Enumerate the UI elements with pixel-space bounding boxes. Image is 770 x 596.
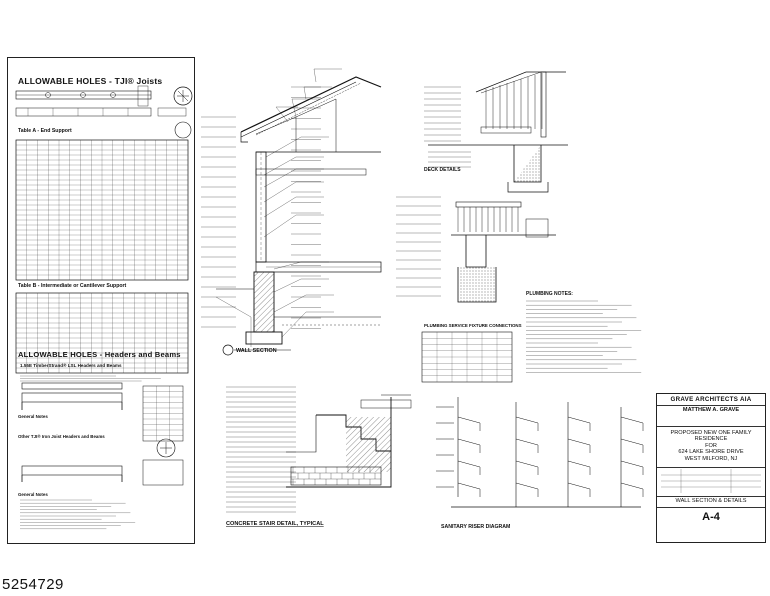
project-line-1: PROPOSED NEW ONE FAMILY <box>670 429 752 436</box>
tables-graphic <box>15 85 193 529</box>
deck-detail-lower <box>396 196 556 303</box>
address-line-1: 624 LAKE SHORE DRIVE <box>678 449 744 455</box>
allowable-holes-panel: ALLOWABLE HOLES - TJI® Joists <box>7 57 195 544</box>
table-b-title: Table B - Intermediate or Cantilever Sup… <box>18 283 127 289</box>
project-line-3: FOR <box>705 442 717 449</box>
project-line-2: RESIDENCE <box>694 436 728 442</box>
sheet-number: A-4 <box>702 510 720 523</box>
address-line-2: WEST MILFORD, NJ <box>684 455 738 462</box>
sheet-title: WALL SECTION & DETAILS <box>675 497 747 504</box>
wall-section-label: WALL SECTION <box>236 348 277 354</box>
listing-number: 5254729 <box>2 576 64 593</box>
title-block: GRAVE ARCHITECTS AIA MATTHEW A. GRAVE PR… <box>656 393 766 543</box>
deck-details-label: DECK DETAILS <box>424 167 461 173</box>
headers-subtitle: 1.55E TimberStrand® LSL Headers and Beam… <box>20 363 122 368</box>
plumbing-notes-title: PLUMBING NOTES: <box>526 291 573 297</box>
firm-name: GRAVE ARCHITECTS AIA <box>670 396 752 403</box>
wall-section-detail <box>201 68 382 356</box>
revision-grid <box>661 468 761 493</box>
headers-title: ALLOWABLE HOLES - Headers and Beams <box>18 350 181 359</box>
principal-name: MATTHEW A. GRAVE <box>682 406 740 413</box>
sanitary-riser-label: SANITARY RISER DIAGRAM <box>441 524 510 530</box>
concrete-stair-detail <box>226 386 412 513</box>
table-a-title: Table A - End Support <box>18 128 72 134</box>
general-notes-title-1: General Notes <box>18 414 48 419</box>
concrete-stair-label: CONCRETE STAIR DETAIL, TYPICAL <box>226 521 324 527</box>
general-notes-title-2: General Notes <box>18 492 48 497</box>
other-tji-title: Other TJI® Iron Joist Headers and Beams <box>18 434 105 439</box>
sanitary-riser-diagram <box>436 397 644 508</box>
plumbing-table-title: PLUMBING SERVICE FIXTURE CONNECTIONS <box>424 323 522 328</box>
deck-detail-upper <box>424 71 568 193</box>
joists-title: ALLOWABLE HOLES - TJI® Joists <box>18 76 163 86</box>
details-drawing: WALL SECTION DECK DETAILS PLUMBING <box>201 68 644 530</box>
